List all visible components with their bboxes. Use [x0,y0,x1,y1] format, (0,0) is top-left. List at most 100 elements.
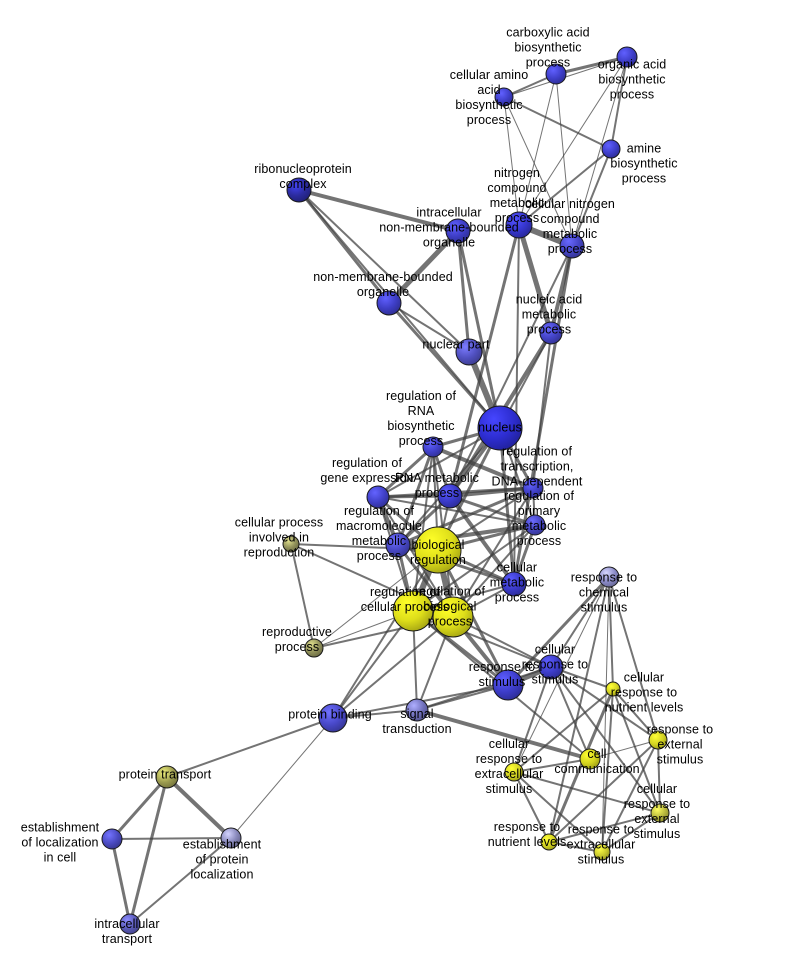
edge-oab-cncm [571,56,628,247]
edge-rcs-rnl [548,576,610,843]
node-nmbo[interactable] [376,290,402,316]
node-cres[interactable] [504,762,524,782]
node-rs[interactable] [492,669,524,701]
node-elc[interactable] [101,828,123,850]
edge-crs-rcs [550,576,610,668]
edge-res-crexs [657,739,661,814]
edge-elc-epl [111,837,232,840]
edge-nam-rtd [532,332,552,489]
edge-cres-rnl [513,771,550,843]
edge-res-rexs [601,739,659,853]
edge-pb-bigreg [332,549,439,719]
node-pt[interactable] [155,765,179,789]
edge-caab-amb [503,96,612,150]
edge-epl-it [129,837,232,925]
node-rep[interactable] [304,638,324,658]
node-cab[interactable] [545,63,567,85]
edge-oab-ncm [518,56,628,226]
edge-rnp-inmbo [297,188,460,233]
edge-cab-oab [554,55,629,76]
node-rnl[interactable] [540,833,558,851]
edge-cres-crexs [513,771,661,814]
edge-inmbo-nmbo [386,228,461,306]
node-st[interactable] [405,698,429,722]
edge-ncm-cmp [513,224,520,585]
edge-crnl-crexs [612,688,661,814]
edge-crnl-res [612,688,659,741]
node-rbp[interactable] [432,596,474,638]
node-rnam[interactable] [437,483,463,509]
edge-pb-rbp [332,616,454,719]
edge-cncm-rnam [449,245,573,497]
edge-rcs-crnl [608,576,614,690]
node-rtd[interactable] [522,477,544,499]
edge-crnl-rexs [601,688,614,853]
edge-rnl-rexs [548,841,603,853]
edge-crnl-rnl [547,687,615,844]
node-epl[interactable] [220,827,242,849]
node-amb[interactable] [601,139,621,159]
edge-crs-res [550,666,659,741]
edge-cpir-rep [290,543,315,649]
edge-rge-rbp [377,496,454,618]
node-caab[interactable] [494,87,514,107]
edge-cab-ncm [518,73,557,226]
node-npart[interactable] [455,338,483,366]
node-nuc[interactable] [477,405,523,451]
edge-crexs-rnl [548,812,661,843]
node-rmm[interactable] [385,532,411,558]
node-res[interactable] [648,730,668,750]
edge-pt-elc [110,775,169,841]
node-cc[interactable] [579,748,601,770]
edge-pt-epl [165,775,233,840]
node-rcs[interactable] [598,566,620,588]
edge-pb-epl [230,717,334,839]
node-ncm[interactable] [505,211,533,239]
edge-rpm-rcp [412,524,536,612]
edge-rge-rpm [377,496,536,526]
edge-elc-it [110,837,132,926]
edge-rrna-rge [376,445,435,499]
edge-cpir-bigreg [290,543,439,551]
node-crnl[interactable] [605,681,621,697]
edge-amb-cncm [571,148,612,247]
node-cncm[interactable] [559,233,585,259]
node-rnp[interactable] [286,177,312,203]
edge-ncm-nam [516,222,554,336]
edge-rnam-rtd [448,486,535,498]
edge-crnl-cres [513,688,614,773]
node-cpir[interactable] [282,535,300,553]
edge-pt-it [128,775,169,926]
edge-amb-ncm [518,148,612,226]
node-it[interactable] [119,913,141,935]
edge-rnp-npart [298,189,470,353]
node-rcp[interactable] [392,590,434,632]
edge-crs-crexs [550,666,661,814]
node-rge[interactable] [366,485,390,509]
node-crexs[interactable] [650,803,670,823]
edge-inmbo-npart [456,229,471,354]
edge-pb-pt [166,717,334,778]
edge-caab-ncm [503,96,520,226]
edge-rcs-rexs [601,576,610,853]
node-bigreg[interactable] [414,526,462,574]
node-inmbo[interactable] [445,218,471,244]
edge-rep-bigreg [313,549,439,649]
edge-rrna-rtd [431,445,535,490]
node-cmp[interactable] [501,571,527,597]
node-rexs[interactable] [593,843,611,861]
node-rpm[interactable] [524,514,546,536]
edge-cab-cncm [555,73,573,247]
node-nam[interactable] [539,321,563,345]
node-rrna[interactable] [422,436,444,458]
edge-rcs-res [608,576,659,741]
node-oab[interactable] [616,46,638,68]
edge-crs-st [416,666,552,711]
edge-rtd-rbp [452,487,534,618]
node-pb[interactable] [318,703,348,733]
node-crs[interactable] [538,654,564,680]
edge-res-rnl [548,739,659,843]
edge-pb-rcp [332,610,414,719]
